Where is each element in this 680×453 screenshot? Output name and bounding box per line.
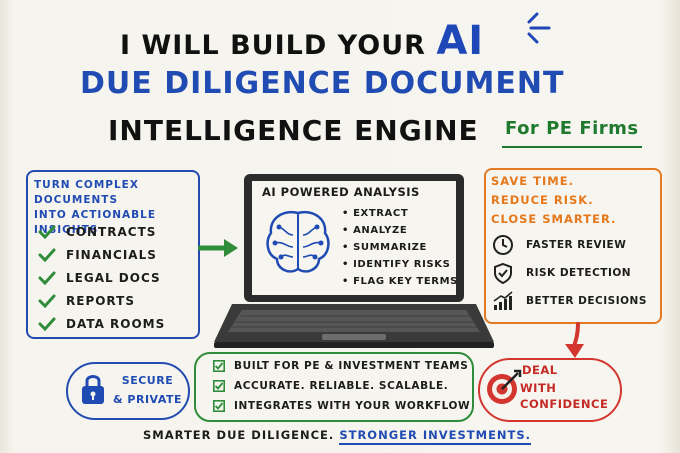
secure-badge — [66, 362, 190, 420]
footer-emphasis: Stronger Investments. — [339, 428, 532, 445]
checkbox-icon — [213, 380, 225, 392]
benefits-panel — [484, 168, 662, 324]
deal-line-3: Confidence — [520, 397, 609, 411]
checkbox-icon — [213, 400, 225, 412]
documents-panel: Turn Complex Documents Into Actionable I… — [26, 170, 200, 339]
benefit-item: Risk Detection — [492, 262, 631, 284]
list-item: • Flag Key Terms — [342, 276, 458, 287]
title-prefix: I WILL BUILD YOUR — [120, 30, 426, 61]
list-item-label: Contracts — [66, 224, 157, 239]
list-item: Contracts — [38, 220, 165, 243]
list-item-label: Extract — [353, 208, 409, 219]
target-icon — [487, 369, 522, 404]
secure-line-2: & Private — [113, 393, 182, 406]
heading-line-3: Close Smarter. — [491, 212, 617, 226]
list-item-label: Data Rooms — [66, 316, 166, 331]
shield-icon — [494, 262, 512, 284]
checkmark-icon — [38, 248, 56, 262]
list-item: Financials — [38, 243, 165, 266]
checkmark-icon — [38, 225, 56, 239]
feature-label: Accurate. Reliable. Scalable. — [234, 380, 449, 392]
features-panel — [194, 352, 474, 422]
secure-line-1: Secure — [121, 374, 174, 387]
growth-chart-icon — [493, 291, 513, 310]
feature-label: Integrates with your workflow — [234, 400, 471, 412]
list-item-label: Reports — [66, 293, 135, 308]
deal-line-2: with — [520, 381, 557, 395]
spark-icon — [527, 12, 551, 44]
feature-item: Integrates with your workflow — [213, 400, 470, 412]
checkmark-icon — [38, 271, 56, 285]
footer-tagline: Smarter Due Diligence. Stronger Investme… — [143, 428, 532, 445]
brain-icon — [266, 210, 330, 273]
list-item-label: Analyze — [353, 225, 408, 236]
list-item: • Extract — [342, 208, 409, 219]
deal-text: with Confidence — [520, 380, 608, 412]
document-list: Contracts Financials Legal Docs Reports … — [38, 220, 165, 335]
arrow-right-icon — [198, 239, 238, 257]
list-item: • Summarize — [342, 242, 427, 253]
analysis-list: • Extract • Analyze • Summarize • Identi… — [342, 205, 458, 290]
list-item: • Identify Risks — [342, 259, 451, 270]
title-ai: AI — [436, 18, 485, 64]
list-item-label: Identify Risks — [353, 259, 451, 270]
lock-icon — [82, 375, 104, 404]
deal-badge — [478, 358, 622, 422]
benefit-item: Better Decisions — [492, 290, 647, 312]
footer-text: Smarter Due Diligence. — [143, 428, 335, 442]
list-item-label: Financials — [66, 247, 157, 262]
list-item: • Analyze — [342, 225, 408, 236]
benefit-item: Faster Review — [492, 234, 626, 256]
list-item: Data Rooms — [38, 312, 165, 335]
title-line-1: I WILL BUILD YOUR AI — [120, 18, 484, 64]
heading-line-1: Turn Complex Documents — [34, 179, 139, 206]
analysis-title: AI Powered Analysis — [262, 185, 420, 199]
list-item-label: Flag Key Terms — [353, 276, 458, 287]
benefit-label: Risk Detection — [526, 267, 632, 279]
title-line-2: DUE DILIGENCE DOCUMENT — [80, 66, 565, 101]
feature-item: Built for PE & Investment Teams — [213, 360, 468, 372]
list-item: Legal Docs — [38, 266, 165, 289]
checkmark-icon — [38, 294, 56, 308]
clock-icon — [493, 235, 513, 255]
secure-text: Secure & Private — [113, 371, 182, 409]
tag-underline — [502, 146, 642, 148]
heading-line-1: Save Time. — [491, 174, 574, 188]
for-pe-firms-tag: For PE Firms — [505, 118, 639, 139]
title-line-3: INTELLIGENCE ENGINE — [108, 114, 479, 147]
checkbox-icon — [213, 360, 225, 372]
list-item-label: Legal Docs — [66, 270, 161, 285]
arrow-down-icon — [565, 322, 584, 358]
heading-line-2: Reduce Risk. — [491, 193, 594, 207]
deal-line-1: Deal — [522, 363, 558, 377]
benefit-label: Better Decisions — [526, 295, 647, 307]
benefits-heading: Save Time. Reduce Risk. Close Smarter. — [491, 172, 616, 229]
documents-heading: Turn Complex Documents Into Actionable I… — [34, 178, 199, 238]
checkmark-icon — [38, 317, 56, 331]
list-item-label: Summarize — [353, 242, 427, 253]
benefit-label: Faster Review — [526, 239, 627, 251]
list-item: Reports — [38, 289, 165, 312]
feature-item: Accurate. Reliable. Scalable. — [213, 380, 448, 392]
feature-label: Built for PE & Investment Teams — [234, 360, 469, 372]
